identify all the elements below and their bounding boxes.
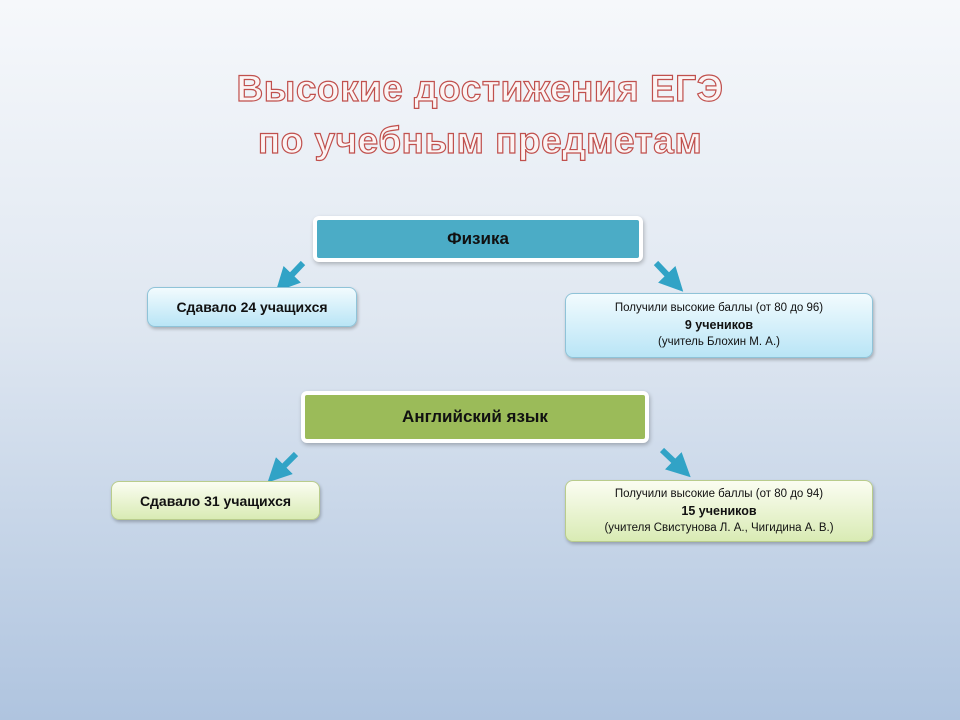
english-high-box: Получили высокие баллы (от 80 до 94) 15 … [565, 480, 873, 542]
arrow-icon [653, 260, 684, 292]
arrow-icon [659, 447, 691, 478]
arrow-icon [267, 451, 299, 483]
physics-high-range: Получили высокие баллы (от 80 до 96) [614, 302, 824, 314]
english-took: Сдавало 31 учащихся [139, 492, 292, 509]
english-label: Английский язык [402, 407, 548, 426]
physics-took: Сдавало 24 учащихся [176, 299, 328, 315]
physics-header: Физика [313, 216, 643, 262]
slide-title-line2: по учебным предметам [257, 119, 703, 161]
english-header: Английский язык [301, 391, 649, 443]
physics-label: Физика [447, 229, 509, 248]
english-took-box: Сдавало 31 учащихся [111, 481, 320, 520]
arrow-icon [275, 260, 306, 292]
physics-teacher: (учитель Блохин М. А.) [658, 336, 780, 348]
slide-title-line1: Высокие достижения ЕГЭ [236, 67, 724, 109]
english-high-count: 15 учеников [681, 503, 757, 518]
physics-took-box: Сдавало 24 учащихся [147, 287, 357, 327]
english-teachers: (учителя Свистунова Л. А., Чигидина А. В… [604, 521, 834, 534]
physics-high-count: 9 учеников [684, 318, 754, 332]
physics-high-box: Получили высокие баллы (от 80 до 96) 9 у… [565, 293, 873, 358]
english-high-range: Получили высокие баллы (от 80 до 94) [614, 487, 824, 500]
